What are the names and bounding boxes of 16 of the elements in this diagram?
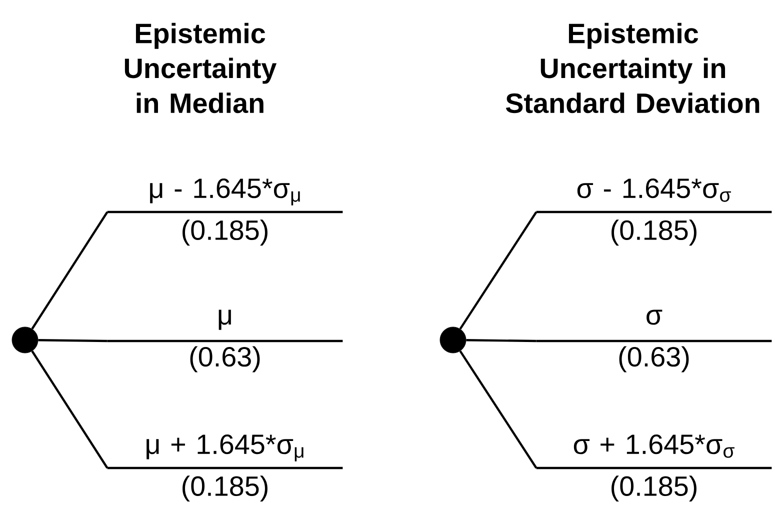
column-heading: Epistemic Uncertainty in Median (124, 22, 277, 114)
branch-line: μ (0.63) (107, 310, 343, 372)
branch-edge (38, 339, 108, 342)
branch-edge (459, 211, 538, 330)
branch-edge (31, 350, 108, 469)
branch-line: σ - 1.645*σ$_{σ}$ (0.185) (536, 178, 772, 246)
branch-edge (459, 350, 538, 469)
branch-line: σ (0.63) (536, 310, 772, 372)
branch-edge (31, 211, 108, 330)
branch-point-dot (12, 326, 38, 354)
branch-line: μ - 1.645*σ$_{μ}$ (0.185) (107, 178, 343, 246)
branch-line: μ + 1.645*σ$_{μ}$ (0.185) (107, 434, 343, 502)
branch-line: σ + 1.645*σ$_{σ}$ (0.185) (536, 434, 772, 502)
branch-point-dot (440, 326, 466, 354)
column-heading: Epistemic Uncertainty in Standard Deviation (506, 22, 760, 114)
branch-edge (466, 339, 536, 342)
